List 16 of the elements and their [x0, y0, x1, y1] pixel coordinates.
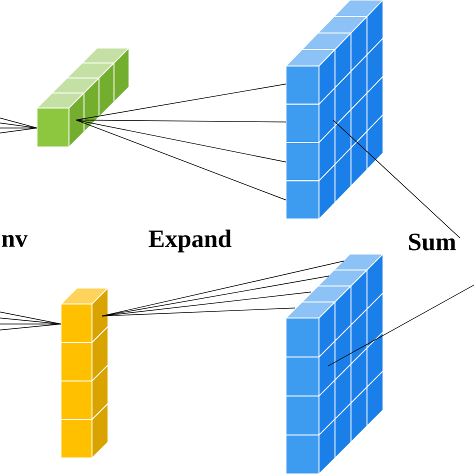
stage-label: Expand [148, 230, 232, 252]
connector-line [76, 120, 286, 122]
connector-line [0, 128, 38, 134]
stage-label: nv [2, 235, 28, 248]
connector-line [0, 312, 62, 324]
connector-line [332, 120, 460, 238]
connector-line [0, 324, 62, 330]
connector-line [102, 276, 330, 316]
stage-label: Sum [409, 234, 456, 250]
connector-line [76, 120, 286, 200]
connector-line [328, 284, 474, 366]
connector-line [76, 84, 286, 120]
connector-line [102, 308, 296, 316]
connector-line [0, 118, 38, 128]
connector-line [76, 120, 286, 162]
connector-line [102, 260, 344, 316]
